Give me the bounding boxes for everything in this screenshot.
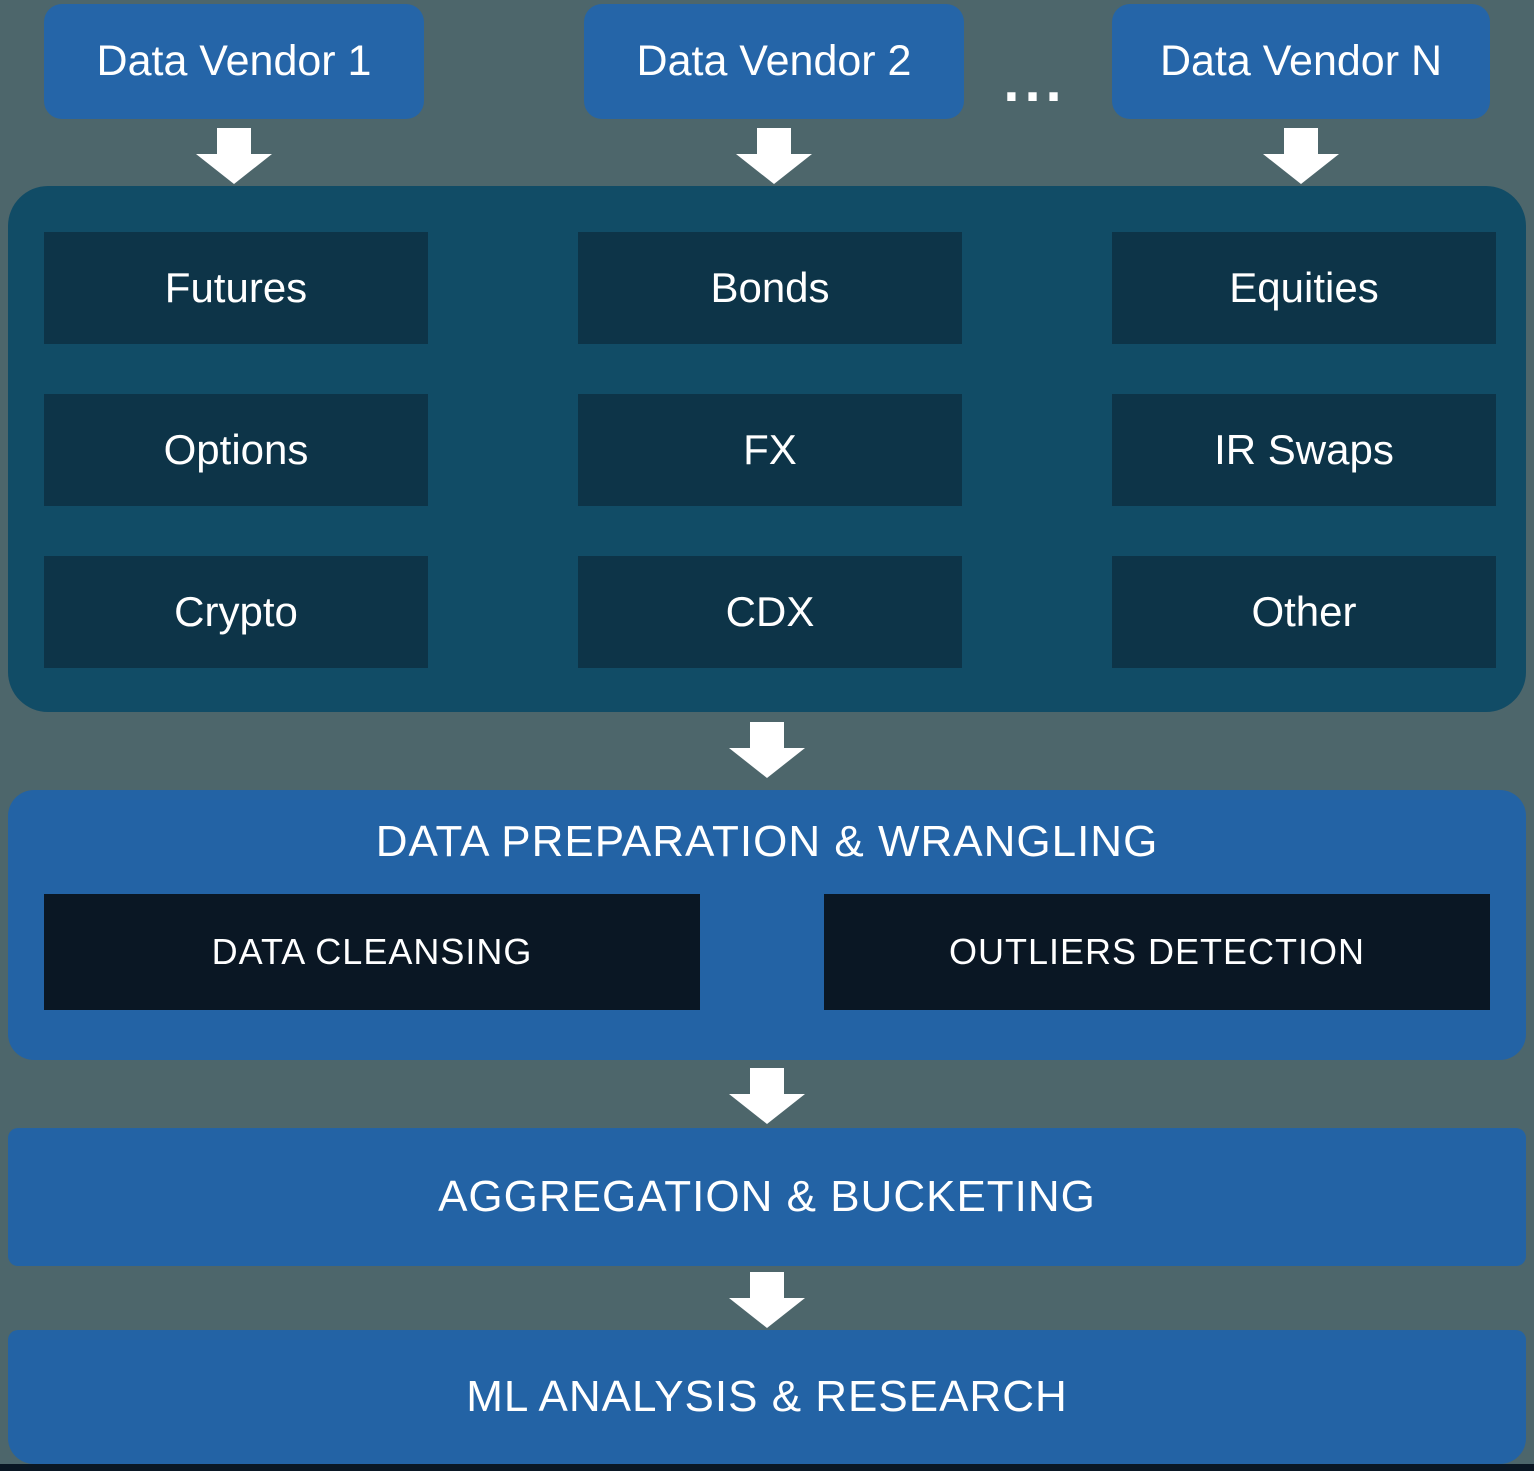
asset-label: FX xyxy=(743,426,797,473)
asset-label: Equities xyxy=(1229,264,1379,311)
vendor-box-n-label: Data Vendor N xyxy=(1159,37,1443,85)
asset-box-fx: FX xyxy=(578,394,962,506)
stage-data-preparation: DATA PREPARATION & WRANGLING DATA CLEANS… xyxy=(8,790,1526,1060)
step-outliers-detection: OUTLIERS DETECTION xyxy=(824,894,1490,1010)
asset-label: Crypto xyxy=(174,588,298,635)
vendor-box-2: Data Vendor 2 xyxy=(584,4,964,119)
step-data-cleansing-label: DATA CLEANSING xyxy=(211,931,533,972)
asset-box-ir-swaps: IR Swaps xyxy=(1112,394,1496,506)
step-outliers-detection-label: OUTLIERS DETECTION xyxy=(948,931,1366,972)
vendor-box-1-label: Data Vendor 1 xyxy=(96,37,372,85)
down-arrow-icon xyxy=(1263,128,1339,184)
stage-aggregation: AGGREGATION & BUCKETING xyxy=(8,1128,1526,1266)
asset-box-equities: Equities xyxy=(1112,232,1496,344)
stage-aggregation-title: AGGREGATION & BUCKETING xyxy=(438,1172,1096,1221)
down-arrow-icon xyxy=(196,128,272,184)
step-data-cleansing: DATA CLEANSING xyxy=(44,894,700,1010)
asset-label: CDX xyxy=(725,588,815,635)
down-arrow-icon xyxy=(729,722,805,778)
vendor-box-2-label: Data Vendor 2 xyxy=(636,37,912,85)
bottom-edge-strip xyxy=(0,1464,1534,1471)
down-arrow-icon xyxy=(729,1272,805,1328)
down-arrow-icon xyxy=(729,1068,805,1124)
asset-label: IR Swaps xyxy=(1214,426,1394,473)
stage-ml-analysis: ML ANALYSIS & RESEARCH xyxy=(8,1330,1526,1464)
asset-label: Options xyxy=(163,426,309,473)
stage-data-preparation-title: DATA PREPARATION & WRANGLING xyxy=(375,817,1159,866)
asset-box-cdx: CDX xyxy=(578,556,962,668)
asset-box-crypto: Crypto xyxy=(44,556,428,668)
down-arrow-icon xyxy=(736,128,812,184)
vendor-box-n: Data Vendor N xyxy=(1112,4,1490,119)
asset-box-other: Other xyxy=(1112,556,1496,668)
vendor-box-1: Data Vendor 1 xyxy=(44,4,424,119)
asset-classes-container: Futures Bonds Equities Options FX IR Swa… xyxy=(8,186,1526,712)
asset-label: Bonds xyxy=(710,264,830,311)
asset-box-options: Options xyxy=(44,394,428,506)
vendors-ellipsis: ... xyxy=(1003,49,1067,114)
asset-label: Other xyxy=(1251,588,1357,635)
stage-ml-analysis-title: ML ANALYSIS & RESEARCH xyxy=(466,1372,1068,1421)
asset-label: Futures xyxy=(164,264,308,311)
asset-box-bonds: Bonds xyxy=(578,232,962,344)
asset-box-futures: Futures xyxy=(44,232,428,344)
